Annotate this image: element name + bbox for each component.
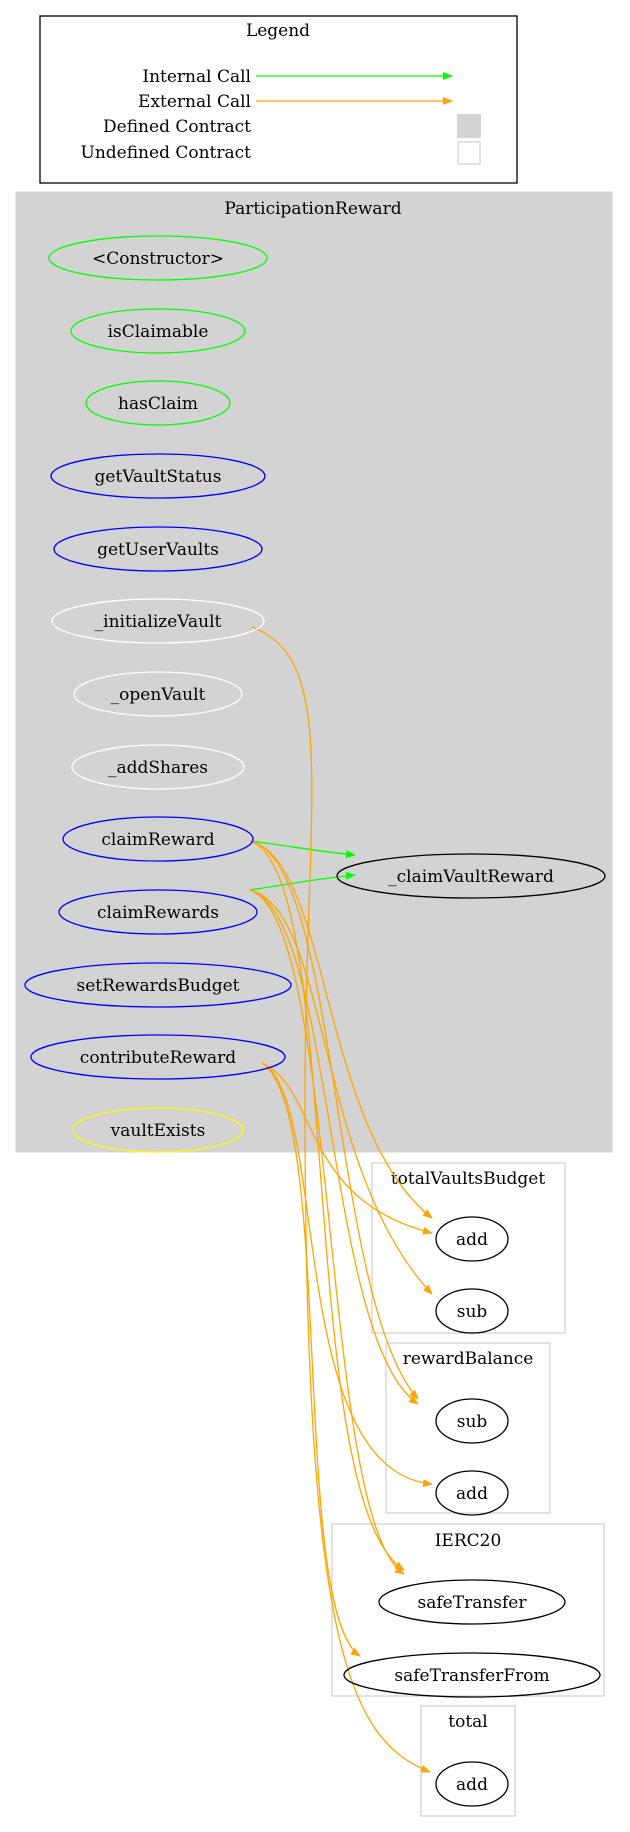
legend-frame: [39, 15, 518, 184]
cluster-total-box: [420, 1705, 516, 1817]
edge-claimReward-rewardBalance-sub: [249, 840, 419, 1400]
node-claimVaultReward[interactable]: [336, 853, 606, 899]
function-nodes: <Constructor> isClaimable hasClaim getVa…: [24, 235, 606, 1153]
node-addShares[interactable]: [71, 744, 245, 790]
legend-undefined-contract-swatch: [457, 141, 481, 165]
legend-defined-contract-swatch: [457, 114, 481, 138]
cluster-IERC20: IERC20: [331, 1523, 605, 1697]
cluster-totalVaultsBudget-name: totalVaultsBudget: [391, 1169, 546, 1189]
node-totalVaultsBudget-sub[interactable]: [435, 1288, 509, 1334]
node-claimRewards-label: claimRewards: [97, 903, 219, 923]
node-hasClaim-label: hasClaim: [118, 394, 198, 414]
node-openVault-label: _openVault: [111, 685, 206, 705]
legend-external-call-label: External Call: [138, 92, 251, 112]
node-contributeReward-label: contributeReward: [80, 1048, 236, 1068]
node-constructor[interactable]: [48, 235, 268, 281]
node-isClaimable[interactable]: [70, 308, 246, 354]
cluster-IERC20-name: IERC20: [435, 1531, 502, 1551]
node-IERC20-safeTransferFrom[interactable]: [343, 1652, 601, 1698]
edge-initializeVault-total-add: [251, 626, 431, 1773]
call-edges: [249, 626, 433, 1773]
edge-claimRewards-claimVaultReward: [249, 871, 356, 891]
legend-defined-contract-label: Defined Contract: [103, 117, 251, 137]
node-totalVaultsBudget-add-label: add: [456, 1230, 488, 1250]
edge-contributeReward-IERC20-safeTransferFrom: [261, 1062, 361, 1657]
node-vaultExists-label: vaultExists: [110, 1121, 206, 1141]
node-setRewardsBudget-label: setRewardsBudget: [77, 976, 240, 996]
node-contributeReward[interactable]: [30, 1034, 286, 1080]
edge-claimRewards-IERC20-safeTransfer: [249, 889, 405, 1575]
node-IERC20-safeTransfer-label: safeTransfer: [418, 1593, 528, 1613]
node-initializeVault[interactable]: [51, 598, 265, 644]
node-rewardBalance-sub[interactable]: [435, 1398, 509, 1444]
contract-name: ParticipationReward: [224, 199, 401, 219]
cluster-rewardBalance: rewardBalance: [385, 1342, 551, 1514]
node-initializeVault-label: _initializeVault: [95, 612, 222, 632]
node-total-add[interactable]: [435, 1761, 509, 1807]
edge-contributeReward-totalVaultsBudget-add: [261, 1062, 433, 1235]
node-totalVaultsBudget-sub-label: sub: [457, 1302, 488, 1322]
edge-claimRewards-totalVaultsBudget-sub: [249, 889, 433, 1295]
node-IERC20-safeTransferFrom-label: safeTransferFrom: [394, 1666, 549, 1686]
node-claimReward-label: claimReward: [101, 830, 214, 850]
node-hasClaim[interactable]: [85, 380, 231, 426]
legend-title: Legend: [246, 21, 310, 41]
contract-cluster-box: [15, 191, 613, 1153]
node-claimReward[interactable]: [62, 816, 254, 862]
edge-claimReward-IERC20-safeTransfer: [249, 840, 405, 1571]
cluster-IERC20-box: [331, 1523, 605, 1697]
node-getVaultStatus[interactable]: [50, 453, 266, 499]
edge-claimReward-totalVaultsBudget-sub: [249, 840, 433, 1219]
cluster-total-name: total: [448, 1712, 487, 1732]
node-constructor-label: <Constructor>: [92, 249, 224, 269]
node-getUserVaults-label: getUserVaults: [97, 540, 219, 560]
edge-claimRewards-rewardBalance-sub: [249, 889, 419, 1405]
node-openVault[interactable]: [73, 671, 243, 717]
node-claimRewards[interactable]: [58, 889, 258, 935]
cluster-total: total: [420, 1705, 516, 1817]
contract-cluster: ParticipationReward: [15, 191, 613, 1153]
legend-internal-call-label: Internal Call: [142, 67, 251, 87]
node-getVaultStatus-label: getVaultStatus: [95, 467, 222, 487]
node-claimVaultReward-label: _claimVaultReward: [388, 867, 554, 887]
node-rewardBalance-add-label: add: [456, 1484, 488, 1504]
node-getUserVaults[interactable]: [53, 526, 263, 572]
edge-contributeReward-rewardBalance-add: [261, 1062, 433, 1488]
cluster-rewardBalance-name: rewardBalance: [403, 1349, 534, 1369]
node-total-add-label: add: [456, 1775, 488, 1795]
node-totalVaultsBudget-add[interactable]: [435, 1216, 509, 1262]
legend: Legend Internal Call External Call Defin…: [39, 15, 518, 184]
node-setRewardsBudget[interactable]: [24, 962, 292, 1008]
external-method-nodes: add sub sub add safeTransfer safeTransfe…: [343, 1216, 601, 1807]
node-rewardBalance-sub-label: sub: [457, 1412, 488, 1432]
node-IERC20-safeTransfer[interactable]: [378, 1579, 566, 1625]
legend-undefined-contract-label: Undefined Contract: [81, 143, 252, 163]
edge-claimReward-claimVaultReward: [249, 840, 356, 859]
node-isClaimable-label: isClaimable: [108, 322, 209, 342]
external-clusters: totalVaultsBudget rewardBalance IERC20 t…: [331, 1162, 605, 1817]
node-addShares-label: _addShares: [108, 758, 208, 778]
node-vaultExists[interactable]: [72, 1107, 244, 1153]
cluster-rewardBalance-box: [385, 1342, 551, 1514]
node-rewardBalance-add[interactable]: [435, 1470, 509, 1516]
